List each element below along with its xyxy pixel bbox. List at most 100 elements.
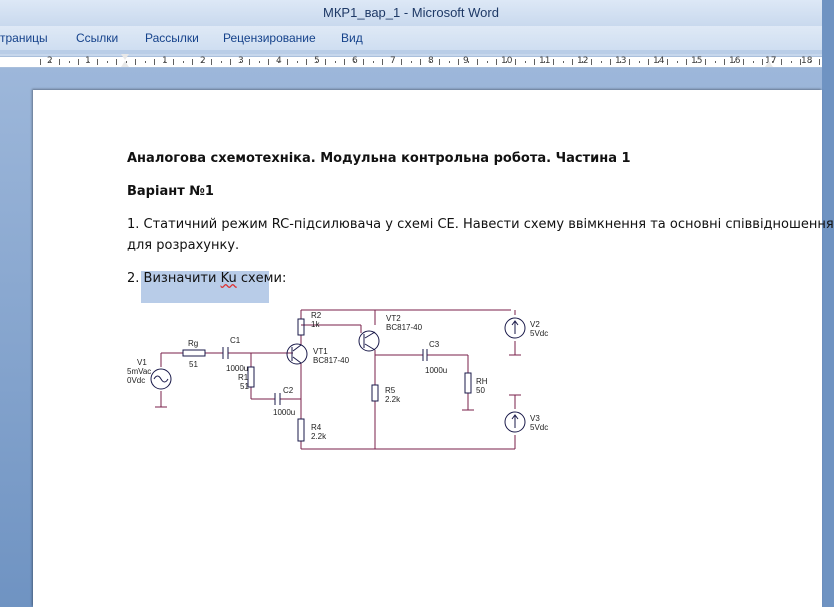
task-2-line[interactable]: 2. Визначити Ku схеми: (127, 271, 286, 286)
ruler-tick (705, 59, 706, 65)
v1-dc-value: 0Vdc (127, 376, 145, 385)
ruler-tick (49, 61, 51, 63)
ruler-tick (752, 61, 754, 63)
variant-label[interactable]: Варіант №1 (127, 184, 214, 199)
c2-label: C2 (283, 386, 294, 395)
ruler-tick (477, 59, 478, 65)
ruler-tick (790, 61, 792, 63)
ruler-label: 14 (653, 56, 665, 66)
ruler-tick (163, 61, 165, 63)
tab-mailings[interactable]: Рассылки (145, 31, 199, 45)
ruler-tick (277, 61, 279, 63)
document-heading[interactable]: Аналогова схемотехніка. Модульна контрол… (127, 151, 631, 166)
ruler-tick (809, 61, 811, 63)
ruler-tick (125, 61, 127, 63)
r5-resistor-symbol (371, 384, 379, 402)
ruler-tick (657, 61, 659, 63)
ruler-tick (239, 61, 241, 63)
ruler-tick (173, 59, 174, 65)
spellcheck-word[interactable]: Ku (220, 271, 237, 286)
ruler-tick (68, 61, 70, 63)
r1-value: 51 (240, 382, 249, 391)
ribbon-tabs: траницы Ссылки Рассылки Рецензирование В… (0, 26, 822, 51)
ruler-tick (372, 61, 374, 63)
ruler-label: 7 (390, 56, 396, 66)
ruler-tick (724, 59, 725, 65)
tab-references[interactable]: Ссылки (76, 31, 119, 45)
ruler-tick (192, 59, 193, 65)
r1-resistor-symbol (247, 366, 255, 388)
v1-source-symbol (150, 368, 172, 390)
ruler-tick (116, 59, 117, 65)
rh-label: RH (476, 377, 488, 386)
ruler-tick (287, 59, 288, 65)
ruler-tick (496, 59, 497, 65)
task-1-line-1[interactable]: 1. Статичний режим RC-підсилювача у схем… (127, 217, 834, 232)
ruler-tick (220, 61, 222, 63)
document-page[interactable]: Аналогова схемотехніка. Модульна контрол… (33, 90, 834, 607)
circuit-schematic[interactable]: V1 5mVac 0Vdc Rg 51 C1 1000u R1 51 C2 10… (123, 309, 548, 475)
r4-value: 2.2k (311, 432, 327, 441)
tab-view[interactable]: Вид (341, 31, 363, 45)
v2-label: V2 (530, 320, 540, 329)
ruler-tick (638, 61, 640, 63)
ruler-tick (306, 59, 307, 65)
ruler-tick (258, 61, 260, 63)
right-indent-marker[interactable] (765, 61, 773, 67)
horizontal-ruler[interactable]: 2 1 1 2 3 4 5 6 7 8 9 10 11 12 13 14 15 … (0, 54, 822, 68)
vt1-transistor-symbol (286, 343, 308, 365)
hanging-indent-marker[interactable] (121, 61, 129, 67)
r1-label: R1 (238, 373, 249, 382)
r5-value: 2.2k (385, 395, 401, 404)
tab-review[interactable]: Рецензирование (223, 31, 316, 45)
ruler-tick (771, 61, 773, 63)
ruler-tick (800, 59, 801, 65)
v3-source-symbol (504, 411, 526, 433)
ruler-label: 16 (729, 56, 741, 66)
ruler-tick (106, 61, 108, 63)
ruler-tick (182, 61, 184, 63)
v2-source-symbol (504, 317, 526, 339)
ruler-tick (743, 59, 744, 65)
vt1-model: BC817-40 (313, 356, 350, 365)
ruler-tick (391, 61, 393, 63)
ruler-tick (695, 61, 697, 63)
ruler-tick (401, 59, 402, 65)
tab-page-layout[interactable]: траницы (0, 31, 48, 45)
ac-wave-icon (153, 375, 169, 383)
ruler-label: 4 (276, 56, 282, 66)
rg-value: 51 (189, 360, 198, 369)
task-1-line-2[interactable]: для розрахунку. (127, 238, 240, 253)
ribbon-collapsed-strip (0, 50, 822, 54)
ruler-tick (420, 59, 421, 65)
first-line-indent-marker[interactable] (121, 54, 129, 60)
c3-label: C3 (429, 340, 440, 349)
ruler-tick (296, 61, 298, 63)
ruler-tick (97, 59, 98, 65)
ruler-label: 5 (314, 56, 320, 66)
circuit-wires (155, 309, 521, 450)
ruler-label: 8 (428, 56, 434, 66)
ruler-tick (353, 61, 355, 63)
ruler-tick (410, 61, 412, 63)
v2-value: 5Vdc (530, 329, 548, 338)
ruler-tick (154, 59, 155, 65)
ruler-label: 9 (463, 56, 469, 66)
v3-label: V3 (530, 414, 540, 423)
ruler-tick (553, 59, 554, 65)
ruler-tick (562, 61, 564, 63)
ruler-tick (762, 59, 763, 65)
ruler-tick (733, 61, 735, 63)
rh-resistor-symbol (464, 372, 472, 394)
ruler-tick (572, 59, 573, 65)
ruler-tick (619, 61, 621, 63)
c3-value: 1000u (425, 366, 447, 375)
task-2-number: 2. (127, 271, 144, 286)
ruler-tick (781, 59, 782, 65)
c2-value: 1000u (273, 408, 295, 417)
ruler-tick (40, 59, 41, 65)
ruler-tick (714, 61, 716, 63)
vt2-label: VT2 (386, 314, 401, 323)
task-2-word: Визначити (143, 271, 221, 286)
ruler-tick (467, 61, 469, 63)
